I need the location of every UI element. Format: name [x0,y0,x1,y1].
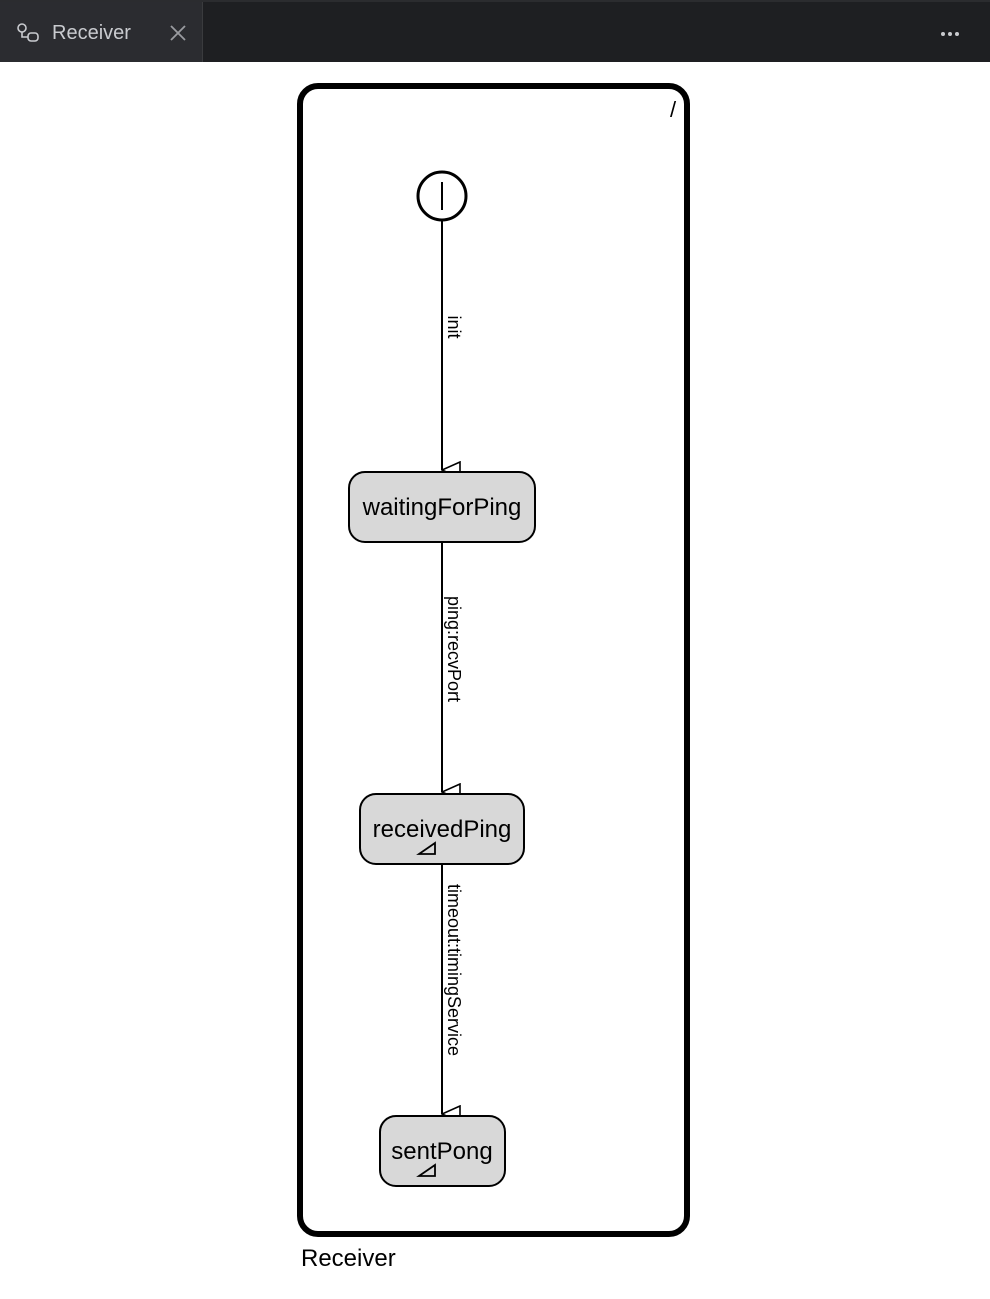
more-horizontal-icon[interactable] [930,22,970,46]
region-label: Receiver [301,1245,396,1272]
transition-timeout-label: timeout:timingService [444,884,464,1056]
close-icon[interactable] [168,23,188,43]
state-receivedping[interactable]: receivedPing [359,793,525,865]
state-sentpong-label: sentPong [391,1138,492,1165]
transition-init-label: init [444,315,464,338]
region-corner-label: / [670,97,677,122]
statechart-icon [17,23,39,42]
tab-title: Receiver [52,22,131,44]
state-receivedping-label: receivedPing [373,816,512,843]
transition-ping-label: ping:recvPort [444,596,464,702]
action-triangle-icon [416,1163,436,1177]
state-waitingforping-label: waitingForPing [362,494,522,521]
tab-receiver[interactable]: Receiver [0,2,203,62]
state-waitingforping[interactable]: waitingForPing [348,471,536,543]
state-sentpong[interactable]: sentPong [379,1115,506,1187]
initial-state[interactable] [416,170,468,222]
diagram-canvas: / Receiver init waitingForPing ping:recv… [0,62,990,1294]
action-triangle-icon [416,841,436,855]
statechart-diagram: / Receiver init waitingForPing ping:recv… [297,83,690,1272]
region-frame[interactable] [297,83,690,1237]
editor-tab-bar: Receiver [0,0,990,62]
